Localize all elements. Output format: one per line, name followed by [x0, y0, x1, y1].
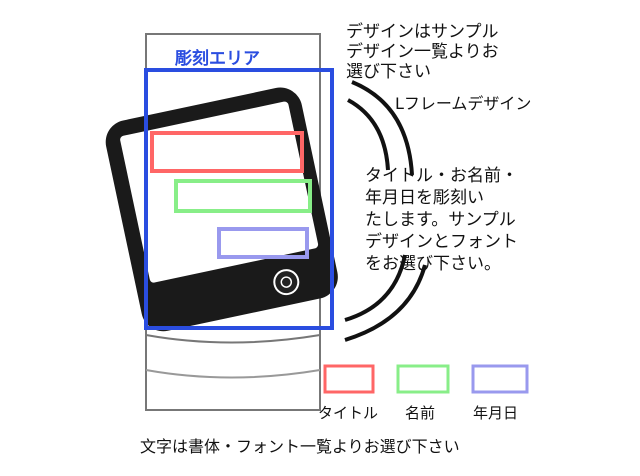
legend-label-name: 名前 — [405, 404, 436, 422]
legend-swatch-date — [471, 364, 529, 394]
footer-note: 文字は書体・フォント一覧よりお選び下さい — [140, 437, 460, 456]
instruction-line: 年月日を彫刻い — [365, 188, 484, 208]
signal-arc-4 — [344, 264, 427, 342]
design-note-line: デザイン一覧よりお — [346, 42, 499, 62]
signal-arc-1 — [347, 98, 390, 171]
signal-arc-3 — [344, 254, 407, 322]
legend-label-date: 年月日 — [473, 404, 519, 422]
legend-swatch-title — [323, 364, 375, 394]
instruction-line: をお選び下さい。 — [365, 254, 501, 274]
signal-arc-2 — [351, 80, 414, 176]
design-note-line: デザインはサンプル — [346, 22, 499, 42]
phone-screen — [120, 101, 319, 283]
date-field-box — [217, 227, 309, 259]
home-button — [273, 269, 300, 296]
engrave-area-box — [144, 68, 334, 330]
engrave-area-label: 彫刻エリア — [175, 49, 260, 69]
name-field-box — [174, 179, 312, 213]
title-field-box — [150, 131, 304, 173]
stand-base-top — [145, 334, 321, 344]
instruction-line: たします。サンプル — [365, 210, 516, 230]
instruction-line: タイトル・お名前・ — [365, 166, 518, 186]
frame-design-label: Lフレームデザイン — [395, 94, 532, 113]
design-note-line: 選び下さい — [346, 62, 431, 82]
instruction-line: デザインとフォント — [365, 232, 518, 252]
stand-base-lower — [145, 369, 321, 379]
legend-swatch-name — [396, 364, 450, 394]
legend-label-title: タイトル — [318, 404, 379, 422]
